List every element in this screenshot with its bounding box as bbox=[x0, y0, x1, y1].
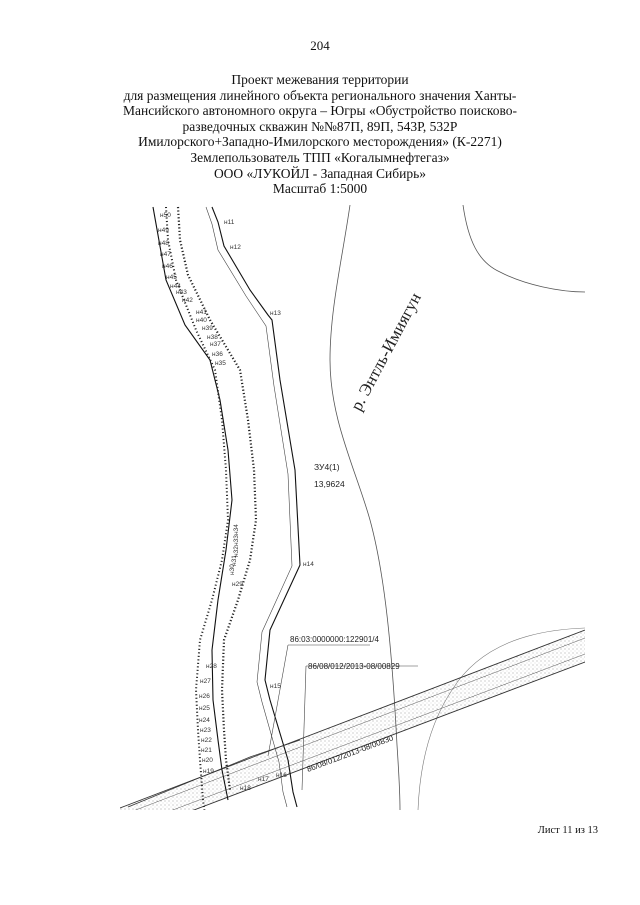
road-edge bbox=[134, 637, 585, 810]
river-label: р. Энтль-Имиягун bbox=[347, 290, 425, 414]
page-number: 204 bbox=[310, 38, 330, 53]
point-label: н15 bbox=[270, 683, 281, 690]
parcel-area: 13,9624 bbox=[314, 479, 345, 489]
cadastral-leader bbox=[301, 665, 307, 791]
point-label: н19 bbox=[203, 768, 214, 775]
survey-line bbox=[176, 206, 258, 791]
point-label: н29 bbox=[232, 581, 243, 588]
cadastral-number: 86:03:0000000:122901/4 bbox=[290, 635, 380, 644]
point-label: н12 bbox=[230, 244, 241, 251]
title-line: ООО «ЛУКОЙЛ - Западная Сибирь» bbox=[213, 165, 427, 181]
point-label: н46 bbox=[162, 263, 173, 270]
parcel-boundary bbox=[152, 206, 233, 801]
point-label: н20 bbox=[202, 757, 213, 764]
survey-line-left bbox=[165, 206, 230, 810]
point-label: н33 bbox=[233, 535, 240, 546]
title-line: для размещения линейного объекта региона… bbox=[123, 87, 517, 103]
point-label: н34 bbox=[233, 524, 240, 535]
point-label: н36 bbox=[212, 351, 223, 358]
road-edge bbox=[192, 661, 585, 810]
point-label: н11 bbox=[224, 219, 235, 226]
point-label: н38 bbox=[207, 334, 218, 341]
title-line: Проект межевания территории bbox=[231, 72, 409, 87]
point-label: н14 bbox=[303, 561, 314, 568]
river-bank-left bbox=[329, 205, 401, 810]
parcel-boundary-inner bbox=[205, 206, 293, 808]
title-block: Проект межевания территории для размещен… bbox=[70, 72, 570, 197]
road-edge bbox=[172, 653, 585, 810]
point-label: н35 bbox=[215, 360, 226, 367]
point-label: н24 bbox=[199, 717, 210, 724]
road-edge bbox=[120, 629, 585, 809]
point-label: н18 bbox=[240, 785, 251, 792]
point-label: н44 bbox=[170, 283, 181, 290]
point-label: н48 bbox=[158, 240, 169, 247]
parcel-id: ЗУ4(1) bbox=[314, 462, 340, 472]
point-label: н22 bbox=[201, 737, 212, 744]
point-label: н17 bbox=[258, 776, 269, 783]
cadastral-number: 86/08/012/2013-08/00829 bbox=[308, 662, 400, 671]
point-label: н49 bbox=[158, 227, 169, 234]
point-label: н13 bbox=[270, 310, 281, 317]
point-label: н16 bbox=[276, 772, 287, 779]
point-label: н32 bbox=[233, 546, 240, 557]
point-label: н45 bbox=[166, 274, 177, 281]
point-label: н26 bbox=[199, 693, 210, 700]
point-label: н42 bbox=[182, 297, 193, 304]
parcel-boundary bbox=[211, 206, 301, 808]
point-label: н43 bbox=[176, 289, 187, 296]
river-bank-right bbox=[462, 205, 585, 293]
point-label: н41 bbox=[196, 309, 207, 316]
title-line: Имилорского+Западно-Имилорского месторож… bbox=[138, 134, 502, 150]
point-label: н25 bbox=[199, 705, 210, 712]
road-band bbox=[120, 630, 585, 810]
point-label: н50 bbox=[160, 212, 171, 219]
scale-line: Масштаб 1:5000 bbox=[272, 181, 368, 197]
point-label: н31 bbox=[231, 555, 238, 566]
point-label: н37 bbox=[210, 341, 221, 348]
point-label: н39 bbox=[202, 325, 213, 332]
point-label: н21 bbox=[201, 747, 212, 754]
title-line: Землепользователь ТПП «Когалымнефтегаз» bbox=[190, 149, 450, 165]
cadastral-leader bbox=[267, 644, 289, 757]
point-label: н27 bbox=[200, 678, 211, 685]
title-line: Мансийского автономного округа – Югры «О… bbox=[123, 103, 517, 119]
point-label: н30 bbox=[229, 564, 236, 575]
parcel-boundary bbox=[127, 739, 301, 808]
point-label: н47 bbox=[160, 251, 171, 258]
point-label: н28 bbox=[206, 663, 217, 670]
sheet-number: Лист 11 из 13 bbox=[537, 825, 598, 836]
point-label: н23 bbox=[200, 727, 211, 734]
title-line: разведочных скважин №№87П, 89П, 543Р, 53… bbox=[182, 118, 458, 134]
point-label: н40 bbox=[196, 317, 207, 324]
